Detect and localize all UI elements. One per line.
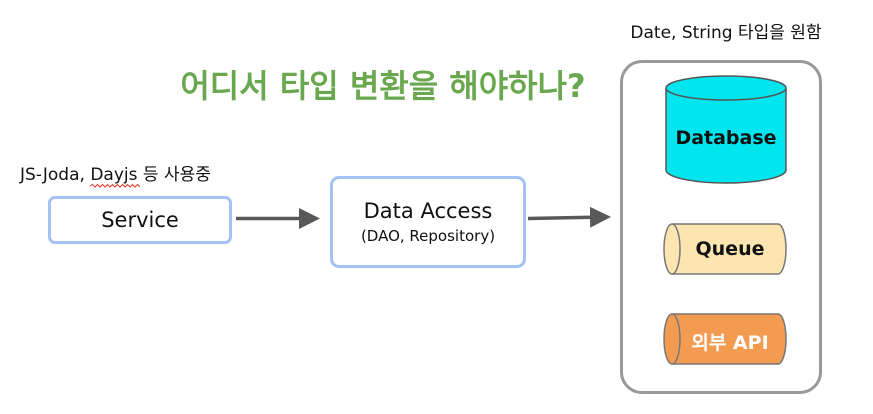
external-api-cylinder	[663, 313, 787, 365]
service-label: Service	[101, 208, 179, 232]
storage-note: Date, String 타입을 원함	[630, 23, 822, 43]
queue-label: Queue	[695, 238, 765, 260]
queue-cylinder	[663, 223, 787, 275]
database-label: Database	[675, 127, 777, 149]
data-access-box: Data Access (DAO, Repository)	[330, 176, 526, 268]
data-access-title: Data Access	[363, 199, 493, 223]
library-note-pre: JS-Joda,	[20, 165, 91, 185]
arrow-data-access-to-storage	[527, 206, 611, 228]
service-box: Service	[48, 196, 232, 244]
database-cylinder	[665, 75, 787, 184]
data-access-subtitle: (DAO, Repository)	[360, 227, 496, 245]
library-note-spellcheck-word: Dayjs	[90, 165, 138, 185]
external-api-label: 외부 API	[691, 332, 769, 354]
library-note: JS-Joda, Dayjs 등 사용중	[20, 160, 211, 188]
diagram-heading: 어디서 타입 변환을 해야하나?	[180, 67, 586, 105]
library-note-post: 등 사용중	[137, 165, 211, 185]
spellcheck-squiggle	[90, 184, 141, 188]
